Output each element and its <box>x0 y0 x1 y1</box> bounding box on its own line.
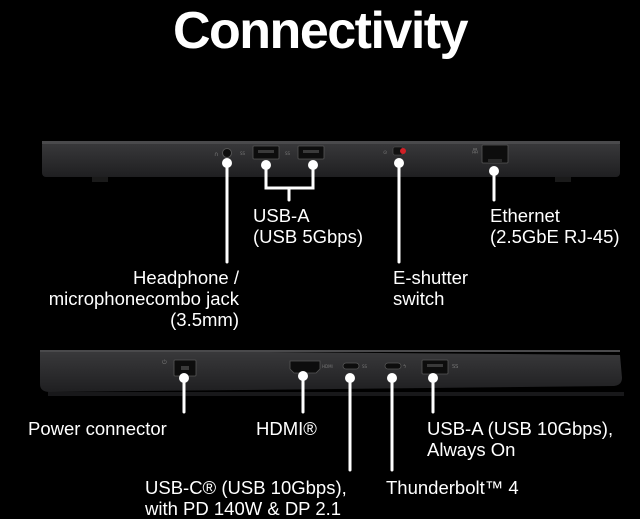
usb-c-port <box>342 362 360 370</box>
thunderbolt-port <box>384 362 402 370</box>
usb-a-label-line1: USB-A <box>253 205 310 226</box>
usb-a-always-on-label-line2: Always On <box>427 439 516 460</box>
laptop-right-side: ⏻ HDMI SS ϟ SS <box>40 350 624 396</box>
headphone-label-line1: Headphone / <box>133 267 239 288</box>
top-leader-dots <box>222 158 499 176</box>
hdmi-port <box>289 360 321 374</box>
svg-text:SS: SS <box>285 151 291 156</box>
usb-c-label-line2: with PD 140W & DP 2.1 <box>145 498 342 519</box>
thunderbolt-label-line1: Thunderbolt™ 4 <box>386 477 519 498</box>
hdmi-label-line1: HDMI® <box>256 418 317 439</box>
power-connector-label: Power connector <box>28 418 167 439</box>
rubber-foot <box>92 177 108 182</box>
eshutter-label-line2: switch <box>393 288 445 309</box>
bottom-leader-dots <box>179 371 438 383</box>
svg-text:⊙: ⊙ <box>383 150 387 156</box>
usb-a-always-on-label: USB-A (USB 10Gbps), Always On <box>427 418 613 460</box>
ethernet-label-line1: Ethernet <box>490 205 560 226</box>
svg-text:SS: SS <box>240 151 246 156</box>
laptop-left-side: ∩ SS SS ⊙ 品 <box>42 141 620 182</box>
svg-text:SS: SS <box>452 364 458 370</box>
hdmi-label: HDMI® <box>256 418 317 439</box>
page-title: Connectivity <box>172 2 469 60</box>
headphone-icon: ∩ <box>214 151 218 158</box>
power-connector-label-line1: Power connector <box>28 418 167 439</box>
usb-a-always-on-label-line1: USB-A (USB 10Gbps), <box>427 418 614 439</box>
rubber-foot <box>555 177 571 182</box>
headphone-jack-port <box>222 148 232 158</box>
headphone-label-line2: microphonecombo jack <box>48 288 239 309</box>
svg-text:⏻: ⏻ <box>162 359 167 366</box>
svg-text:SS: SS <box>362 364 368 369</box>
ethernet-label-line2: (2.5GbE RJ-45) <box>490 226 620 247</box>
thunderbolt-label: Thunderbolt™ 4 <box>386 477 519 498</box>
svg-text:HDMI: HDMI <box>322 364 333 369</box>
headphone-label: Headphone / microphonecombo jack (3.5mm) <box>0 267 239 330</box>
ethernet-label: Ethernet (2.5GbE RJ-45) <box>490 205 620 247</box>
usb-a-label: USB-A (USB 5Gbps) <box>253 205 363 247</box>
eshutter-label-line1: E-shutter <box>393 267 469 288</box>
eshutter-indicator <box>400 148 406 154</box>
svg-text:ϟ: ϟ <box>403 364 406 370</box>
usb-c-label: USB-C® (USB 10Gbps), with PD 140W & DP 2… <box>145 477 347 519</box>
svg-text:品: 品 <box>472 148 478 155</box>
bottom-leader-lines <box>182 374 435 472</box>
top-leader-lines <box>225 161 496 264</box>
eshutter-label: E-shutter switch <box>393 267 468 309</box>
usb-a-label-line2: (USB 5Gbps) <box>253 226 364 247</box>
usb-c-label-line1: USB-C® (USB 10Gbps), <box>145 477 347 498</box>
headphone-label-line3: (3.5mm) <box>170 309 239 330</box>
